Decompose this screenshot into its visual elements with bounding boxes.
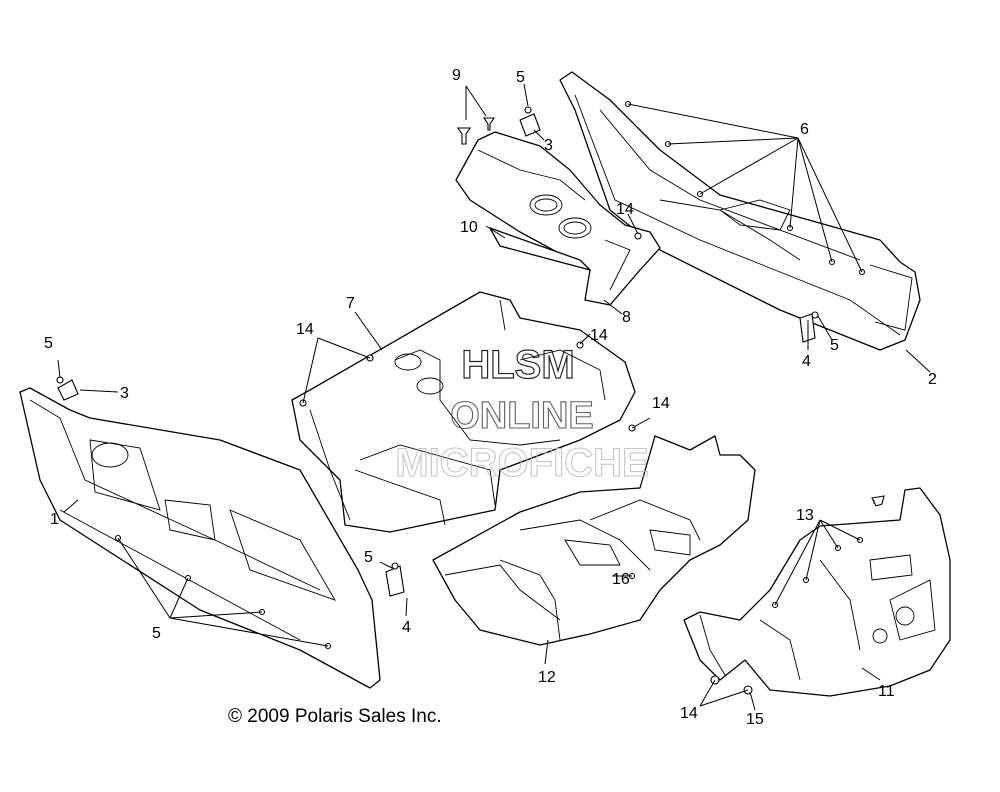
callout-5-right: 5 (830, 337, 839, 354)
callout-3-top: 3 (544, 137, 553, 154)
watermark: HLSM ONLINE MICROFICHE (395, 342, 649, 485)
watermark-line-2: ONLINE (450, 395, 594, 437)
callout-4-right: 4 (802, 353, 811, 370)
callout-11: 11 (878, 683, 895, 700)
callout-16: 16 (612, 571, 630, 588)
callout-1: 1 (50, 511, 59, 528)
screw-13 (871, 495, 885, 507)
watermark-line-1: HLSM (461, 343, 574, 387)
callout-14-console: 14 (616, 201, 634, 218)
callout-14-front: 14 (296, 321, 314, 338)
callout-4-left: 4 (402, 619, 411, 636)
watermark-line-3: MICROFICHE (395, 441, 648, 485)
front-floor-tub (291, 291, 636, 533)
callout-5-bottom: 5 (152, 625, 161, 642)
callout-14-bottom: 14 (680, 705, 698, 722)
callout-6: 6 (800, 121, 809, 138)
callout-14-mid: 14 (590, 327, 608, 344)
bracket-3-left (57, 379, 79, 401)
rear-closeout-panel (683, 487, 951, 697)
push-pin-9 (456, 117, 496, 145)
callout-14-right: 14 (652, 395, 670, 412)
callout-8: 8 (622, 309, 631, 326)
bracket-4-left (385, 565, 405, 597)
rear-floor-tub (432, 435, 756, 646)
left-floor-panel (19, 387, 381, 689)
callout-15: 15 (746, 711, 764, 728)
callout-7: 7 (346, 295, 355, 312)
callout-12: 12 (538, 669, 556, 686)
callout-10: 10 (460, 219, 478, 236)
callout-5-mid: 5 (364, 549, 373, 566)
callout-3-left: 3 (120, 385, 129, 402)
center-console (455, 131, 661, 306)
copyright-notice: © 2009 Polaris Sales Inc. (228, 706, 442, 727)
callout-5-top: 5 (516, 69, 525, 86)
callout-2: 2 (928, 371, 937, 388)
callout-labels: 1 2 3 3 4 4 5 5 5 5 5 6 7 8 9 10 11 12 1… (44, 67, 937, 728)
callout-13: 13 (796, 507, 814, 524)
leader-lines (57, 83, 931, 711)
callout-5-left: 5 (44, 335, 53, 352)
callout-9: 9 (452, 67, 461, 84)
